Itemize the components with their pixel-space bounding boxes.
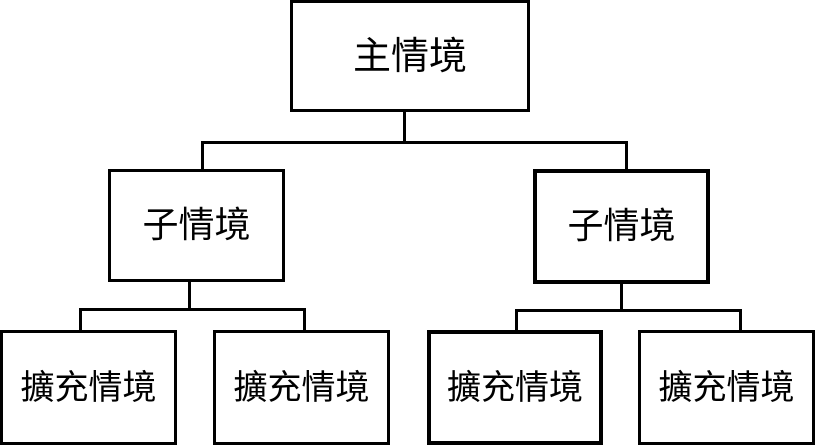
- leaf-node-4-label: 擴充情境: [658, 367, 795, 408]
- connector-right-stem: [620, 282, 623, 311]
- connector-right-child-drop: [625, 141, 628, 173]
- connector-level1-bar: [201, 141, 628, 144]
- connector-right-leaf1-drop: [515, 309, 518, 333]
- connector-root-stem: [403, 109, 406, 143]
- leaf-node-2: 擴充情境: [213, 330, 390, 445]
- connector-left-bar: [79, 308, 306, 311]
- connector-right-leaf2-drop: [739, 309, 742, 333]
- leaf-node-3: 擴充情境: [427, 330, 603, 445]
- connector-right-bar: [515, 309, 742, 312]
- leaf-node-1-label: 擴充情境: [20, 367, 157, 408]
- child-node-right-label: 子情境: [567, 205, 676, 247]
- child-node-right: 子情境: [533, 169, 710, 284]
- connector-left-child-drop: [201, 141, 204, 172]
- child-node-left: 子情境: [108, 169, 285, 282]
- child-node-left-label: 子情境: [142, 204, 251, 246]
- connector-left-stem: [188, 280, 191, 310]
- root-node-label: 主情境: [352, 34, 467, 78]
- connector-left-leaf1-drop: [79, 308, 82, 333]
- leaf-node-1: 擴充情境: [0, 330, 177, 445]
- leaf-node-4: 擴充情境: [638, 330, 815, 445]
- leaf-node-3-label: 擴充情境: [447, 367, 583, 408]
- root-node: 主情境: [290, 0, 530, 112]
- leaf-node-2-label: 擴充情境: [233, 367, 370, 408]
- connector-left-leaf2-drop: [303, 308, 306, 333]
